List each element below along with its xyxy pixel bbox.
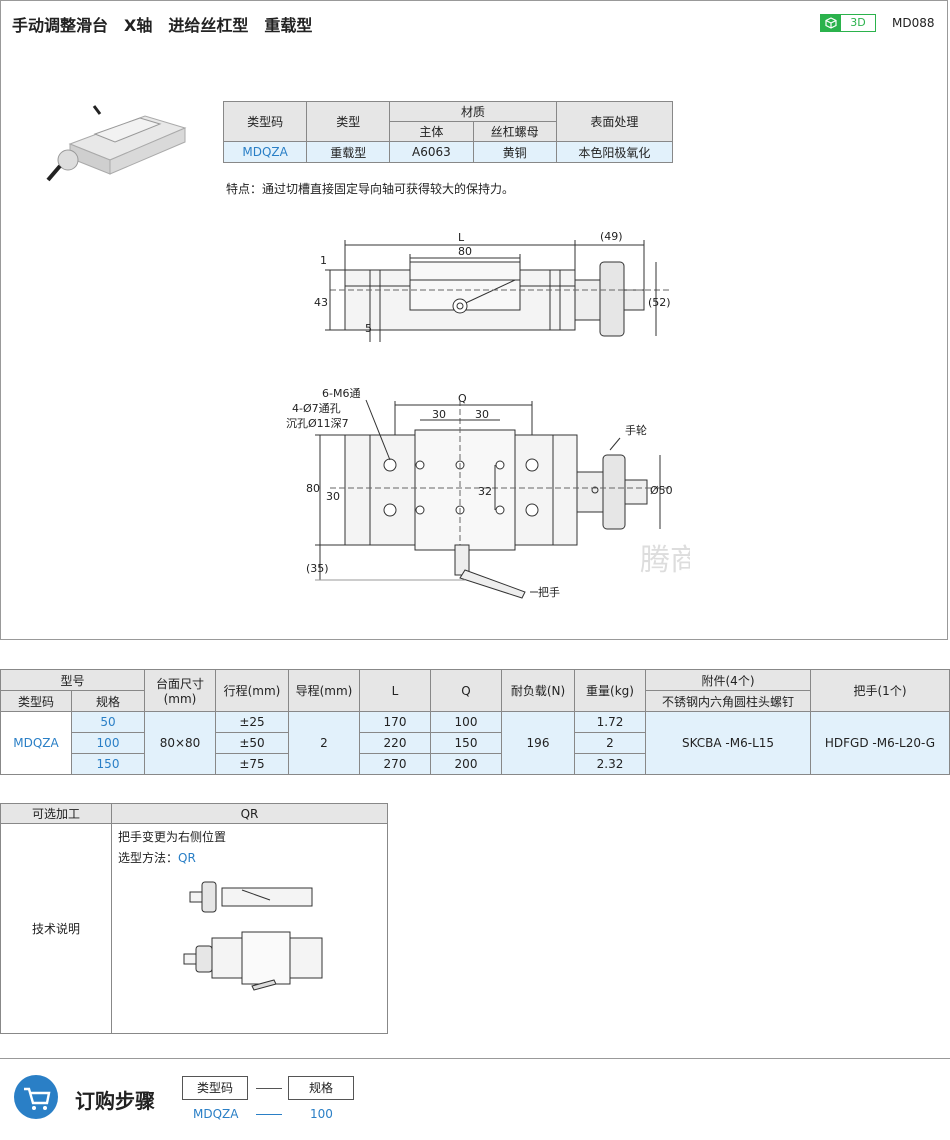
spec-type-code[interactable]: MDQZA — [0, 711, 72, 775]
dim-5: 5 — [365, 322, 372, 335]
label-handle: 把手 — [538, 585, 560, 599]
dim-35: (35) — [306, 562, 329, 575]
cart-icon — [14, 1075, 58, 1119]
spec-stroke: ±25 — [215, 711, 289, 733]
dim-30v: 30 — [326, 490, 340, 503]
header-type: 类型 — [306, 101, 391, 142]
3d-label: 3D — [850, 16, 866, 29]
product-panel — [0, 0, 948, 640]
option-line2-label: 选型方法： — [118, 851, 179, 865]
header-accessory: 附件(4个) — [645, 669, 811, 691]
spec-Q: 150 — [430, 732, 502, 754]
header-option-code: QR — [111, 803, 388, 824]
dim-80: 80 — [458, 245, 472, 258]
option-line1: 把手变更为右侧位置 — [118, 830, 227, 844]
header-table-size: 台面尺寸(mm) — [144, 669, 216, 712]
feature-text: 特点：通过切槽直接固定导向轴可获得较大的保持力。 — [226, 182, 515, 196]
product-code: MD088 — [892, 16, 935, 30]
page-title: 手动调整滑台 X轴 进给丝杠型 重载型 — [12, 16, 313, 35]
screw-nut-cell: 黄铜 — [472, 141, 557, 163]
spec-L: 270 — [359, 753, 431, 775]
order-value-connector — [256, 1114, 282, 1115]
spec-L: 170 — [359, 711, 431, 733]
header-size: 规格 — [71, 690, 145, 712]
header-surface: 表面处理 — [555, 101, 674, 142]
header-material: 材质 — [389, 101, 557, 122]
3d-model-button[interactable]: 3D — [820, 14, 876, 32]
product-photo — [46, 105, 187, 182]
header-option: 可选加工 — [0, 803, 112, 824]
order-title: 订购步骤 — [75, 1089, 155, 1113]
header-model: 型号 — [0, 669, 145, 691]
surface-cell: 本色阳极氧化 — [555, 141, 674, 163]
spec-weight: 2.32 — [574, 753, 646, 775]
order-connector — [256, 1088, 282, 1089]
spec-weight: 2 — [574, 732, 646, 754]
header-lead: 导程(mm) — [288, 669, 360, 712]
type-code-cell[interactable]: MDQZA — [222, 141, 308, 163]
spec-weight: 1.72 — [574, 711, 646, 733]
option-desc-cell: 把手变更为右侧位置 选型方法：QR — [111, 823, 388, 1034]
spec-handle: HDFGD -M6-L20-G — [810, 711, 950, 775]
header-Q: Q — [430, 669, 502, 712]
dim-80v: 80 — [306, 482, 320, 495]
header-type-code: 类型码 — [0, 690, 72, 712]
dim-30a: 30 — [432, 408, 446, 421]
spec-accessory: SKCBA -M6-L15 — [645, 711, 811, 775]
option-line2-code[interactable]: QR — [178, 851, 196, 865]
label-handwheel: 手轮 — [625, 423, 647, 437]
dim-43: 43 — [314, 296, 328, 309]
spec-stroke: ±50 — [215, 732, 289, 754]
header-load: 耐负载(N) — [501, 669, 575, 712]
order-value-type-code: MDQZA — [193, 1107, 239, 1121]
header-screw-nut: 丝杠螺母 — [472, 121, 557, 142]
header-body: 主体 — [389, 121, 474, 142]
order-value-size: 100 — [310, 1107, 333, 1121]
material-table: 类型码 类型 材质 表面处理 主体 丝杠螺母 MDQZA 重载型 A6063 黄… — [222, 101, 674, 163]
order-box-size: 规格 — [288, 1076, 354, 1100]
spec-stroke: ±75 — [215, 753, 289, 775]
dim-30b: 30 — [475, 408, 489, 421]
spec-table: 型号 台面尺寸(mm) 行程(mm) 导程(mm) L Q 耐负载(N) 重量(… — [0, 669, 950, 775]
type-cell: 重载型 — [306, 141, 391, 163]
dim-L: L — [458, 231, 465, 244]
header-handle: 把手(1个) — [810, 669, 950, 712]
header-weight: 重量(kg) — [574, 669, 646, 712]
header-accessory-sub: 不锈钢内六角圆柱头螺钉 — [645, 690, 811, 712]
spec-Q: 100 — [430, 711, 502, 733]
spec-load: 196 — [501, 711, 575, 775]
spec-L: 220 — [359, 732, 431, 754]
spec-size[interactable]: 150 — [71, 753, 145, 775]
order-box-type-code: 类型码 — [182, 1076, 248, 1100]
cube-icon — [821, 15, 841, 31]
dim-50: Ø50 — [650, 484, 673, 497]
header-type-code: 类型码 — [222, 101, 308, 142]
spec-size[interactable]: 50 — [71, 711, 145, 733]
spec-Q: 200 — [430, 753, 502, 775]
note-holes-1: 6-M6通 — [322, 387, 360, 400]
dim-1: 1 — [320, 254, 327, 267]
header-L: L — [359, 669, 431, 712]
dim-32: 32 — [478, 485, 492, 498]
order-section — [0, 1058, 950, 1140]
dim-49: (49) — [600, 230, 623, 243]
technical-drawing: 腾商城 L 80 (49) 1 43 5 (52) 6-M6通 4-Ø7通孔 沉… — [286, 230, 690, 599]
option-table: 可选加工 QR 技术说明 把手变更为右侧位置 选型方法：QR — [0, 803, 388, 1034]
header-desc: 技术说明 — [0, 823, 112, 1034]
body-cell: A6063 — [389, 141, 474, 163]
header-stroke: 行程(mm) — [215, 669, 289, 712]
spec-table-size: 80×80 — [144, 711, 216, 775]
dim-Q: Q — [458, 392, 467, 405]
spec-lead: 2 — [288, 711, 360, 775]
dim-52: (52) — [648, 296, 671, 309]
note-holes-3: 沉孔Ø11深7 — [286, 417, 349, 430]
note-holes-2: 4-Ø7通孔 — [292, 402, 341, 415]
watermark: 腾商城 — [640, 543, 690, 578]
spec-size[interactable]: 100 — [71, 732, 145, 754]
option-drawing — [183, 881, 323, 991]
